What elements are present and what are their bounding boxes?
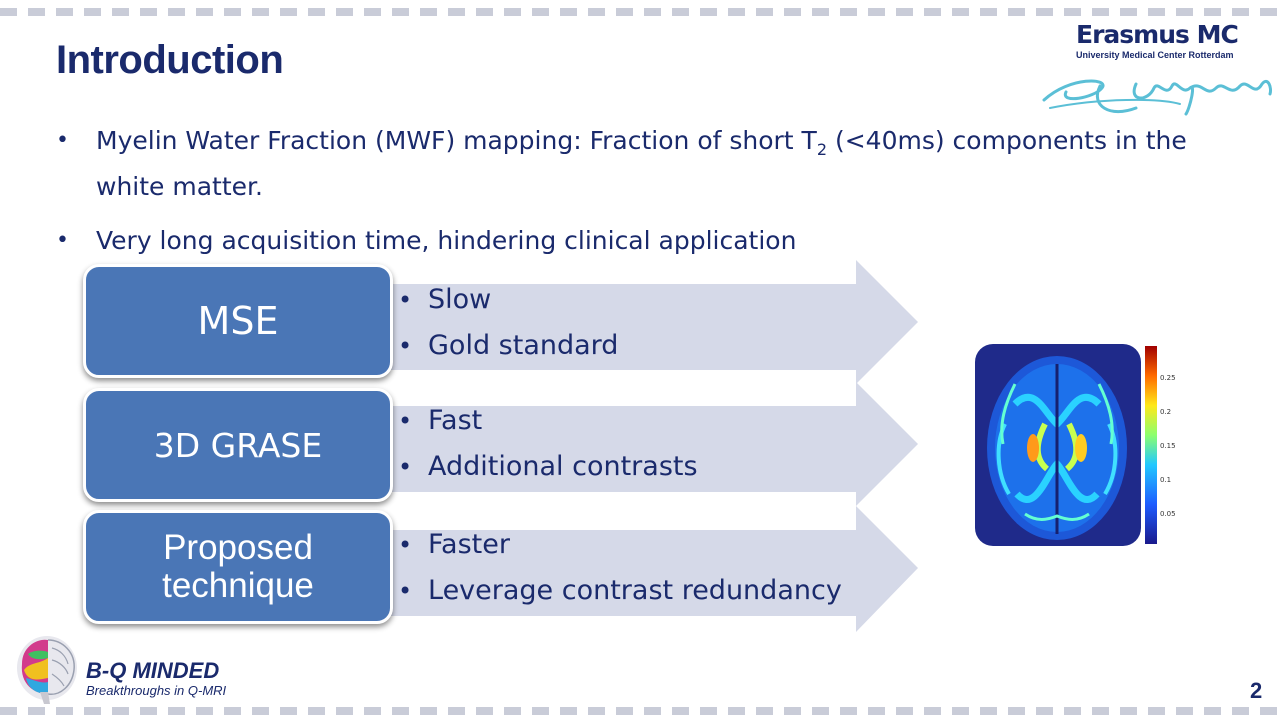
bullet-acquisition-time: • Very long acquisition time, hindering …: [56, 218, 1216, 264]
colorbar-tick: 0.25: [1160, 374, 1175, 382]
intro-bullet-list: • Myelin Water Fraction (MWF) mapping: F…: [56, 118, 1216, 264]
list-item: •Gold standard: [398, 330, 619, 361]
list-item: •Slow: [398, 284, 492, 315]
mse-points: •Slow •Gold standard: [398, 277, 618, 369]
brain-logo-icon: [17, 636, 77, 704]
footer-brand: B-Q MINDED: [86, 658, 220, 683]
arrow-3d-grase: [380, 382, 918, 506]
grase-points: •Fast •Additional contrasts: [398, 398, 698, 490]
technique-box-3d-grase: 3D GRASE: [83, 388, 393, 502]
bullet-dot: •: [56, 228, 69, 253]
list-item: •Fast: [398, 405, 483, 436]
logo-subtitle: University Medical Center Rotterdam: [1076, 50, 1234, 60]
list-item: •Leverage contrast redundancy: [398, 575, 842, 606]
mwf-map-image: 0.25 0.2 0.15 0.1 0.05: [975, 344, 1175, 546]
colorbar-tick: 0.1: [1160, 476, 1171, 484]
list-item: •Faster: [398, 529, 510, 560]
bullet-mwf-definition: • Myelin Water Fraction (MWF) mapping: F…: [56, 118, 1216, 210]
erasmus-signature-icon: [1042, 79, 1272, 116]
bottom-dashed-border: [0, 707, 1280, 715]
erasmus-mc-logo: Erasmus MC University Medical Center Rot…: [1040, 18, 1276, 118]
top-dashed-border: [0, 8, 1280, 16]
list-item: •Additional contrasts: [398, 451, 698, 482]
bullet-dot: •: [56, 128, 69, 153]
colorbar-tick: 0.15: [1160, 442, 1175, 450]
page-number: 2: [1250, 678, 1263, 703]
colorbar-tick: 0.2: [1160, 408, 1171, 416]
technique-box-proposed: Proposed technique: [83, 510, 393, 624]
footer-tagline: Breakthroughs in Q-MRI: [86, 683, 227, 698]
arrow-mse: [380, 260, 918, 384]
technique-box-mse: MSE: [83, 264, 393, 378]
proposed-points: •Faster •Leverage contrast redundancy: [398, 522, 842, 614]
arrow-proposed: [380, 506, 918, 632]
logo-name: Erasmus MC: [1076, 20, 1239, 49]
colorbar-tick: 0.05: [1160, 510, 1175, 518]
slide-title: Introduction: [56, 38, 284, 82]
